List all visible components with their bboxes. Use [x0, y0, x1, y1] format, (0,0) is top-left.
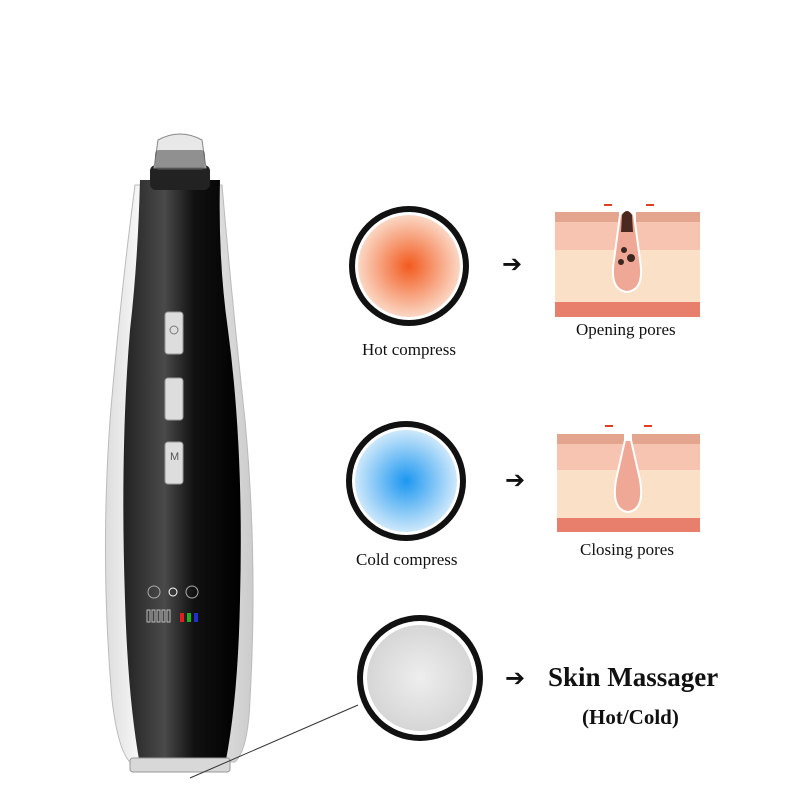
mode-button-label: M: [170, 451, 180, 463]
hot-compress-circle: [349, 206, 469, 326]
light-button[interactable]: [164, 377, 184, 421]
green-led: [187, 613, 191, 622]
level-bars-icon: [146, 609, 171, 623]
arrow-right-icon: ➔: [505, 466, 526, 494]
massager-head-circle: [357, 615, 483, 741]
arrow-right-icon: ➔: [502, 250, 523, 278]
mode-button[interactable]: [164, 441, 184, 485]
skin-massager-title: Skin Massager: [548, 662, 719, 692]
opening-pores-illustration: [555, 204, 700, 317]
opening-pores-label: Opening pores: [576, 320, 676, 339]
suction-icon: [147, 585, 161, 599]
skin-massager-subtitle: (Hot/Cold): [582, 705, 679, 729]
cold-compress-circle: [346, 421, 466, 541]
hot-compress-label: Hot compress: [362, 340, 456, 359]
closing-pores-illustration: [557, 425, 700, 532]
sun-icon: [168, 587, 178, 597]
power-button[interactable]: [164, 311, 184, 355]
blue-led: [194, 613, 198, 622]
red-led: [180, 613, 184, 622]
arrow-right-icon: ➔: [505, 664, 526, 692]
cold-compress-label: Cold compress: [356, 550, 458, 569]
callout-line: [189, 704, 359, 779]
closing-pores-label: Closing pores: [580, 540, 674, 559]
heat-icon: [185, 585, 199, 599]
